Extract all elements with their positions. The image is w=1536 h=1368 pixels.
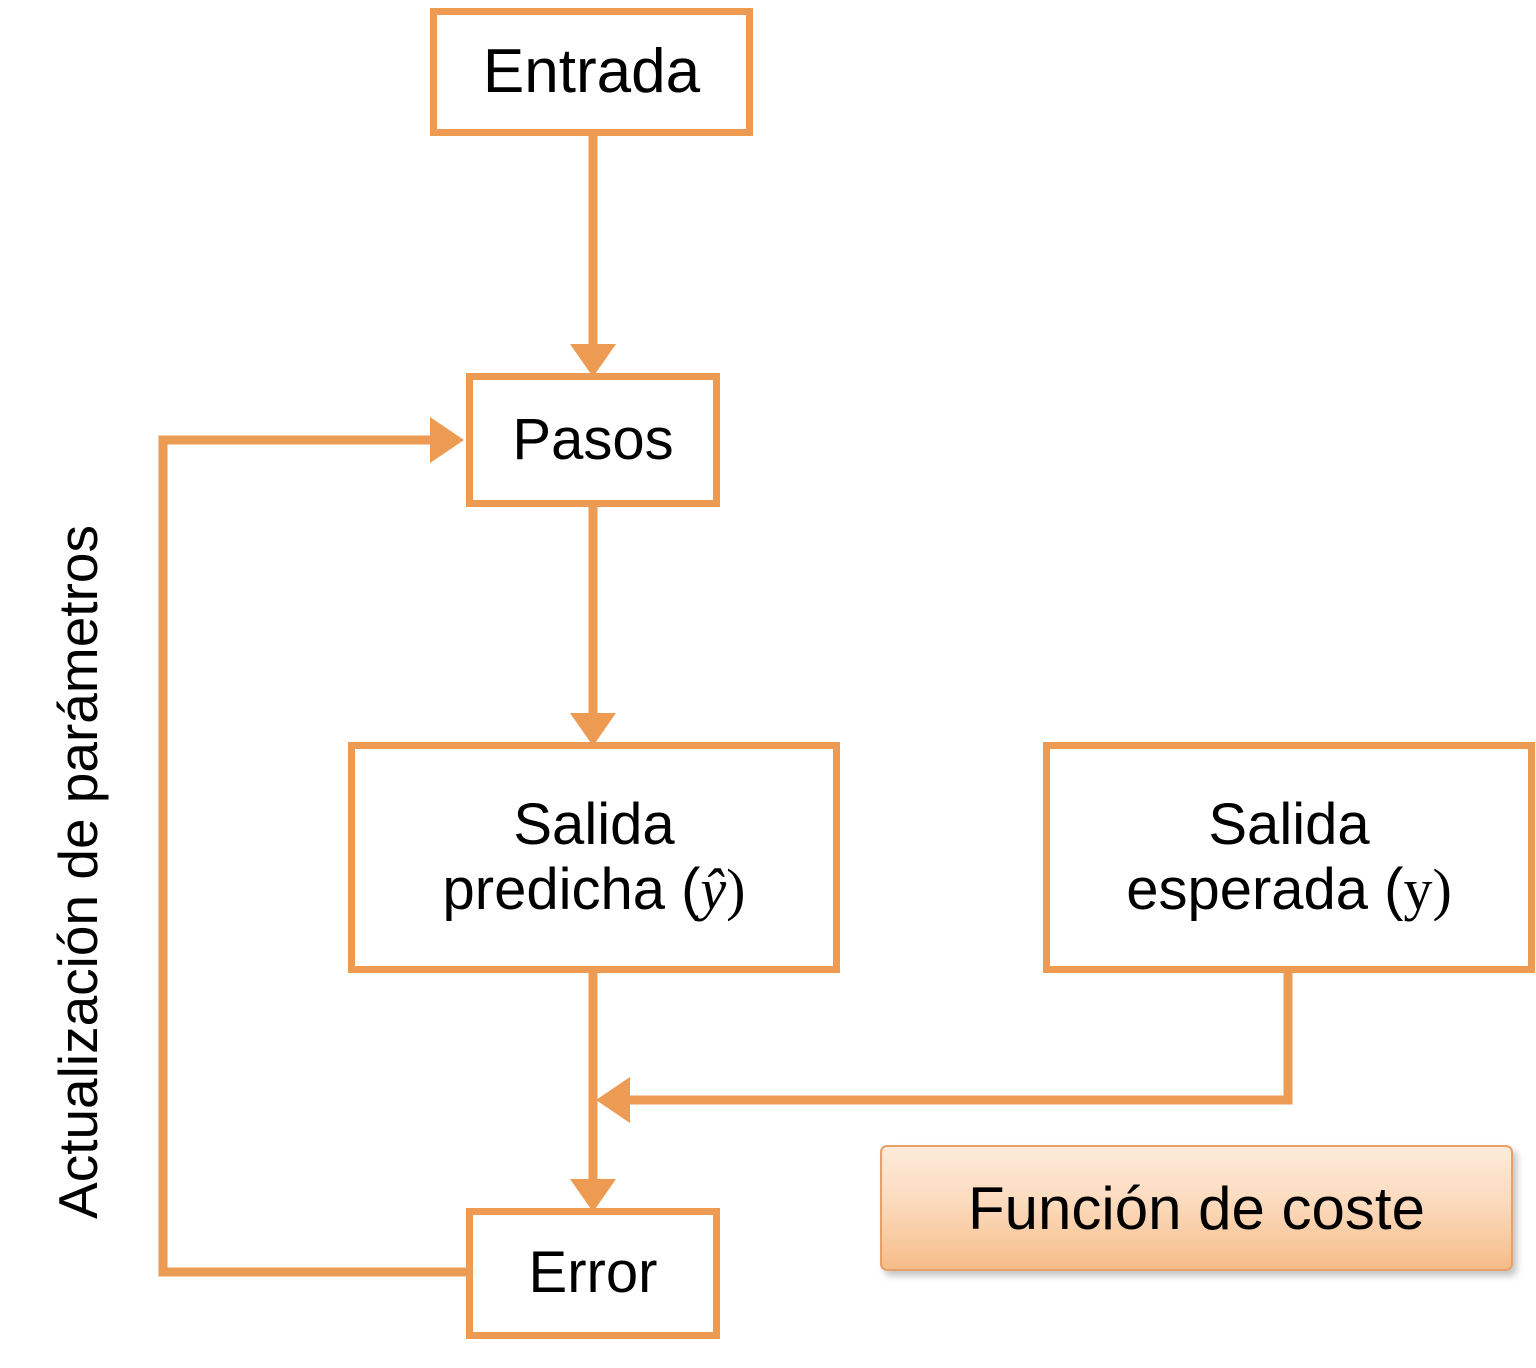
node-entrada-label: Entrada (482, 37, 701, 107)
node-salida-esperada-line1: Salida (1208, 791, 1370, 857)
node-error-label: Error (528, 1240, 658, 1306)
node-pasos-label: Pasos (512, 406, 674, 472)
node-funcion-de-coste[interactable]: Función de coste (880, 1145, 1513, 1271)
node-error[interactable]: Error (466, 1208, 720, 1339)
edge-esperada-to-junction (596, 973, 1293, 1123)
node-salida-predicha[interactable]: Salida predicha (ŷ) (348, 742, 840, 973)
node-salida-esperada[interactable]: Salida esperada (y) (1043, 742, 1535, 973)
edge-predicha-to-error (570, 973, 616, 1212)
vertical-axis-label-actualizacion-de-parametros: Actualización de parámetros (47, 525, 109, 1219)
node-pasos[interactable]: Pasos (466, 373, 720, 507)
esperada-prefix: esperada ( (1126, 856, 1404, 922)
predicha-symbol-yhat: ŷ (700, 856, 727, 922)
predicha-suffix: ) (726, 856, 746, 922)
esperada-symbol-y: y (1403, 856, 1433, 922)
node-salida-predicha-line2: predicha (ŷ) (442, 856, 746, 923)
edge-entrada-to-pasos (570, 136, 616, 377)
edge-pasos-to-predicha (570, 507, 616, 746)
esperada-suffix: ) (1432, 856, 1452, 922)
node-funcion-de-coste-label: Función de coste (968, 1174, 1425, 1242)
node-entrada[interactable]: Entrada (430, 8, 753, 136)
node-salida-predicha-line1: Salida (513, 791, 675, 857)
node-salida-esperada-line2: esperada (y) (1126, 856, 1452, 923)
predicha-prefix: predicha ( (442, 856, 701, 922)
edge-error-feedback-to-pasos (158, 417, 466, 1277)
